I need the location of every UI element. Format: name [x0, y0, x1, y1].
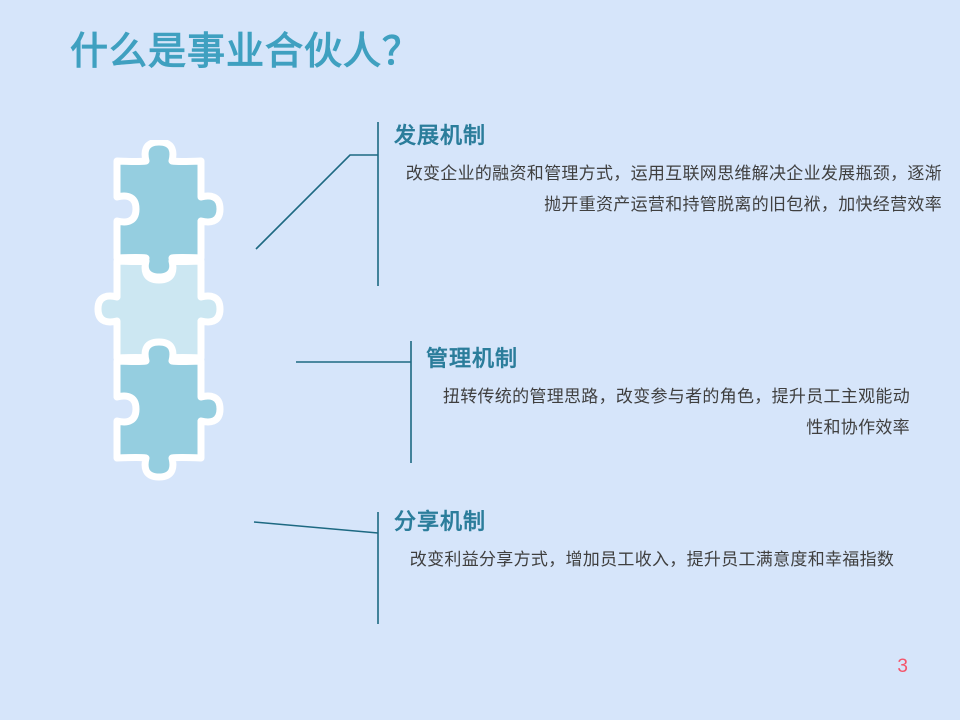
- page-title: 什么是事业合伙人？: [70, 31, 422, 73]
- section-sharing-heading: 分享机制: [394, 509, 487, 534]
- puzzle-piece-top: [113, 140, 224, 281]
- section-development-body: 改变企业的融资和管理方式，运用互联网思维解决企业发展瓶颈，逐渐抛开重资产运营和持…: [405, 163, 942, 214]
- section-management-body: 扭转传统的管理思路，改变参与者的角色，提升员工主观能动性和协作效率: [442, 386, 910, 437]
- puzzle-pieces-graphic: [94, 140, 224, 481]
- page-number: 3: [897, 656, 908, 677]
- section-sharing: 分享机制 改变利益分享方式，增加员工收入，提升员工满意度和幸福指数: [394, 508, 910, 575]
- section-development-heading: 发展机制: [394, 123, 487, 148]
- puzzle-piece-bottom: [113, 338, 224, 481]
- section-sharing-body: 改变利益分享方式，增加员工收入，提升员工满意度和幸福指数: [409, 549, 895, 569]
- section-management: 管理机制 扭转传统的管理思路，改变参与者的角色，提升员工主观能动性和协作效率: [426, 345, 910, 443]
- section-management-heading: 管理机制: [426, 346, 519, 371]
- section-development: 发展机制 改变企业的融资和管理方式，运用互联网思维解决企业发展瓶颈，逐渐抛开重资…: [394, 122, 942, 220]
